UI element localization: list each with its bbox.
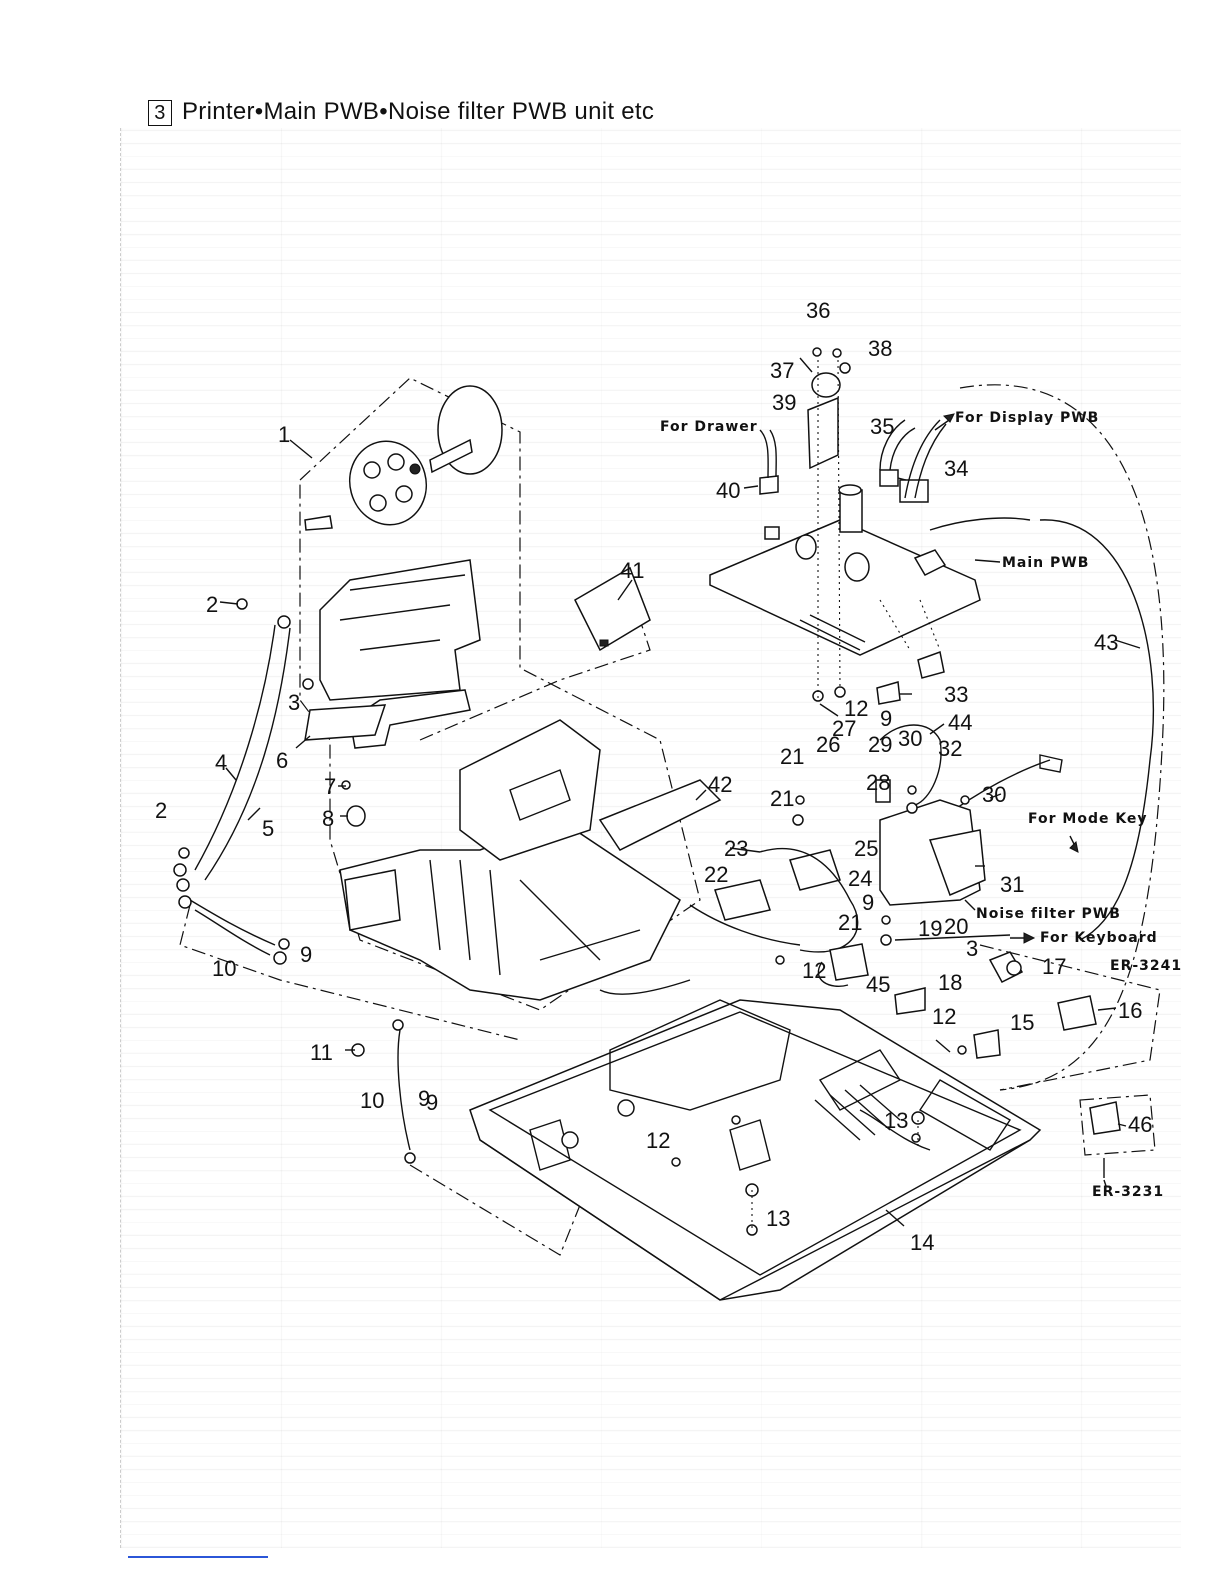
note-for-mode-key: For Mode Key [1028,811,1148,827]
note-er-3241: ER-3241 [1110,958,1182,974]
part-label: 4 [215,750,227,775]
part-label: 3 [288,690,300,715]
part-label: 8 [322,806,334,831]
part-label: 9 [862,890,874,915]
part-label: 12 [932,1004,956,1029]
part-label: 7 [324,774,336,799]
part-label: 22 [704,862,728,887]
note-for-display-pwb: For Display PWB [955,410,1099,426]
part-label: 26 [816,732,840,757]
part-label: 9 [880,706,892,731]
background-form-grid [120,128,1181,1548]
section-title: 3 Printer•Main PWB•Noise filter PWB unit … [148,98,654,126]
callout-arrows [934,413,1107,1187]
part-label: 39 [772,390,796,415]
part-label: 38 [868,336,892,361]
part-label: 13 [766,1206,790,1231]
part-label: 2 [206,592,218,617]
leader-lines [219,357,1141,1227]
note-for-drawer: For Drawer [660,419,758,435]
part-label: 36 [806,298,830,323]
part-label: 3 [966,936,978,961]
part-label: 12 [646,1128,670,1153]
part-label: 16 [1118,998,1142,1023]
part-label: 44 [948,710,972,735]
part-label: 9 [300,942,312,967]
part-label: 10 [212,956,236,981]
part-label: 11 [310,1040,333,1065]
part-label: 15 [1010,1010,1034,1035]
part-label: 46 [1128,1112,1152,1137]
section-title-text: Printer•Main PWB•Noise filter PWB unit e… [182,98,655,125]
part-label: 17 [1042,954,1066,979]
part-label: 19 [918,916,942,941]
part-label: 24 [848,866,872,891]
reel-assembly-drawing [304,385,503,531]
note-er-3231: ER-3231 [1092,1184,1164,1200]
part-label: 45 [866,972,890,997]
note-noise-filter-pwb: Noise filter PWB [976,906,1121,922]
part-label: 33 [944,682,968,707]
part-label: 43 [1094,630,1118,655]
part-label: 30 [898,726,922,751]
part-label: 28 [866,770,890,795]
part-label: 30 [982,782,1006,807]
part-label: 9 [418,1086,430,1111]
part-label: 10 [360,1088,384,1113]
part-label: 18 [938,970,962,995]
part-label: 21 [770,786,794,811]
part-label: 32 [938,736,962,761]
part-label: 9 [426,1090,438,1115]
part-label: 14 [910,1230,934,1255]
part-label: 41 [620,558,644,583]
ground-wires-drawing [173,598,591,1256]
part-label: 34 [944,456,968,481]
keyboard-parts-drawing [973,944,1161,1178]
part-label: 37 [770,358,794,383]
part-label: 12 [844,696,868,721]
part-label: 31 [1000,872,1024,897]
section-number-box: 3 [148,100,172,126]
part-label: 20 [944,914,968,939]
part-label: 6 [276,748,288,773]
part-label: 29 [868,732,892,757]
part-label: 2 [155,798,167,823]
part-label: 23 [724,836,748,861]
note-main-pwb: Main PWB [1002,555,1089,571]
bottom-case-drawing [469,955,1042,1301]
noise-filter-pwb-drawing [689,779,1011,1015]
part-label: 25 [854,836,878,861]
part-label: 27 [832,716,856,741]
part-label: 42 [708,772,732,797]
printer-chassis-drawing [304,559,481,749]
page-link-underline [128,1556,268,1558]
part-label: 13 [884,1108,908,1133]
main-pwb-drawing [709,347,1031,705]
part-label: 21 [780,744,804,769]
part-label: 12 [802,958,826,983]
part-label: 40 [716,478,740,503]
note-for-keyboard: For Keyboard [1040,930,1158,946]
part-label: 35 [870,414,894,439]
part-label: 21 [838,910,862,935]
part-label: 5 [262,816,274,841]
part-label: 1 [278,422,290,447]
printer-mechanism-drawing [339,566,722,1001]
